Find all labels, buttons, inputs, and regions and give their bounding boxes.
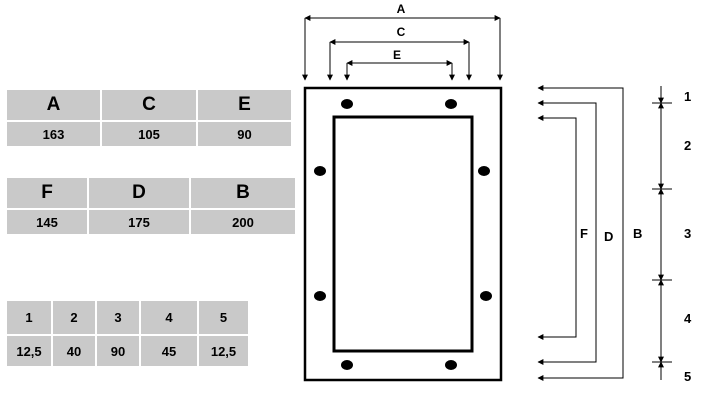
- table-cell: 105: [100, 120, 198, 148]
- outer-frame: [303, 86, 503, 382]
- dimension-label-d: D: [604, 229, 613, 244]
- mounting-hole: [341, 360, 353, 370]
- table-row: 12,5 40 90 45 12,5: [5, 334, 250, 368]
- dimension-label-a: A: [397, 2, 406, 16]
- dimension-label-e: E: [393, 48, 401, 62]
- segment-label-2: 2: [684, 138, 691, 153]
- table-header-cell: 5: [197, 299, 250, 336]
- segment-label-5: 5: [684, 369, 691, 384]
- table-cell: 163: [5, 120, 102, 148]
- table-header-row: 1 2 3 4 5: [5, 299, 250, 336]
- table-header-cell: A: [5, 88, 102, 122]
- table-cell: 90: [196, 120, 293, 148]
- table-header-cell: E: [196, 88, 293, 122]
- dimension-label-b: B: [633, 226, 642, 241]
- inner-opening: [332, 115, 474, 353]
- segment-dimension-chain: [652, 86, 672, 380]
- table-header-cell: 4: [139, 299, 199, 336]
- dimension-table-fdb: F D B 145 175 200: [5, 176, 297, 236]
- table-cell: 200: [189, 208, 297, 236]
- segment-label-3: 3: [684, 226, 691, 241]
- table-row: 145 175 200: [5, 208, 297, 236]
- table-header-cell: D: [87, 176, 191, 210]
- dimension-label-c: C: [397, 25, 406, 39]
- segment-label-4: 4: [684, 311, 692, 326]
- segment-label-1: 1: [684, 89, 691, 104]
- dimension-b: [537, 85, 624, 381]
- dimension-table-ace: A C E 163 105 90: [5, 88, 293, 148]
- dimension-label-f: F: [580, 226, 588, 241]
- table-cell: 175: [87, 208, 191, 236]
- segment-table: 1 2 3 4 5 12,5 40 90 45 12,5: [5, 299, 250, 368]
- mounting-hole: [341, 99, 353, 109]
- dimension-a: [302, 15, 503, 81]
- table-header-cell: 1: [5, 299, 53, 336]
- dimension-f: [537, 115, 577, 340]
- table-header-row: A C E: [5, 88, 293, 122]
- table-header-cell: C: [100, 88, 198, 122]
- table-row: 163 105 90: [5, 120, 293, 148]
- table-header-row: F D B: [5, 176, 297, 210]
- dimension-e: [344, 60, 455, 81]
- mounting-hole: [445, 99, 457, 109]
- mounting-hole: [480, 291, 492, 301]
- table-cell: 45: [139, 334, 199, 368]
- dimension-c: [327, 39, 472, 81]
- dimension-d: [537, 100, 597, 365]
- table-header-cell: 3: [95, 299, 141, 336]
- table-cell: 90: [95, 334, 141, 368]
- table-header-cell: 2: [51, 299, 97, 336]
- table-header-cell: F: [5, 176, 89, 210]
- table-header-cell: B: [189, 176, 297, 210]
- table-cell: 145: [5, 208, 89, 236]
- table-cell: 40: [51, 334, 97, 368]
- table-cell: 12,5: [197, 334, 250, 368]
- mounting-hole: [445, 360, 457, 370]
- table-cell: 12,5: [5, 334, 53, 368]
- mounting-hole: [314, 291, 326, 301]
- mounting-hole: [314, 166, 326, 176]
- mounting-hole: [478, 166, 490, 176]
